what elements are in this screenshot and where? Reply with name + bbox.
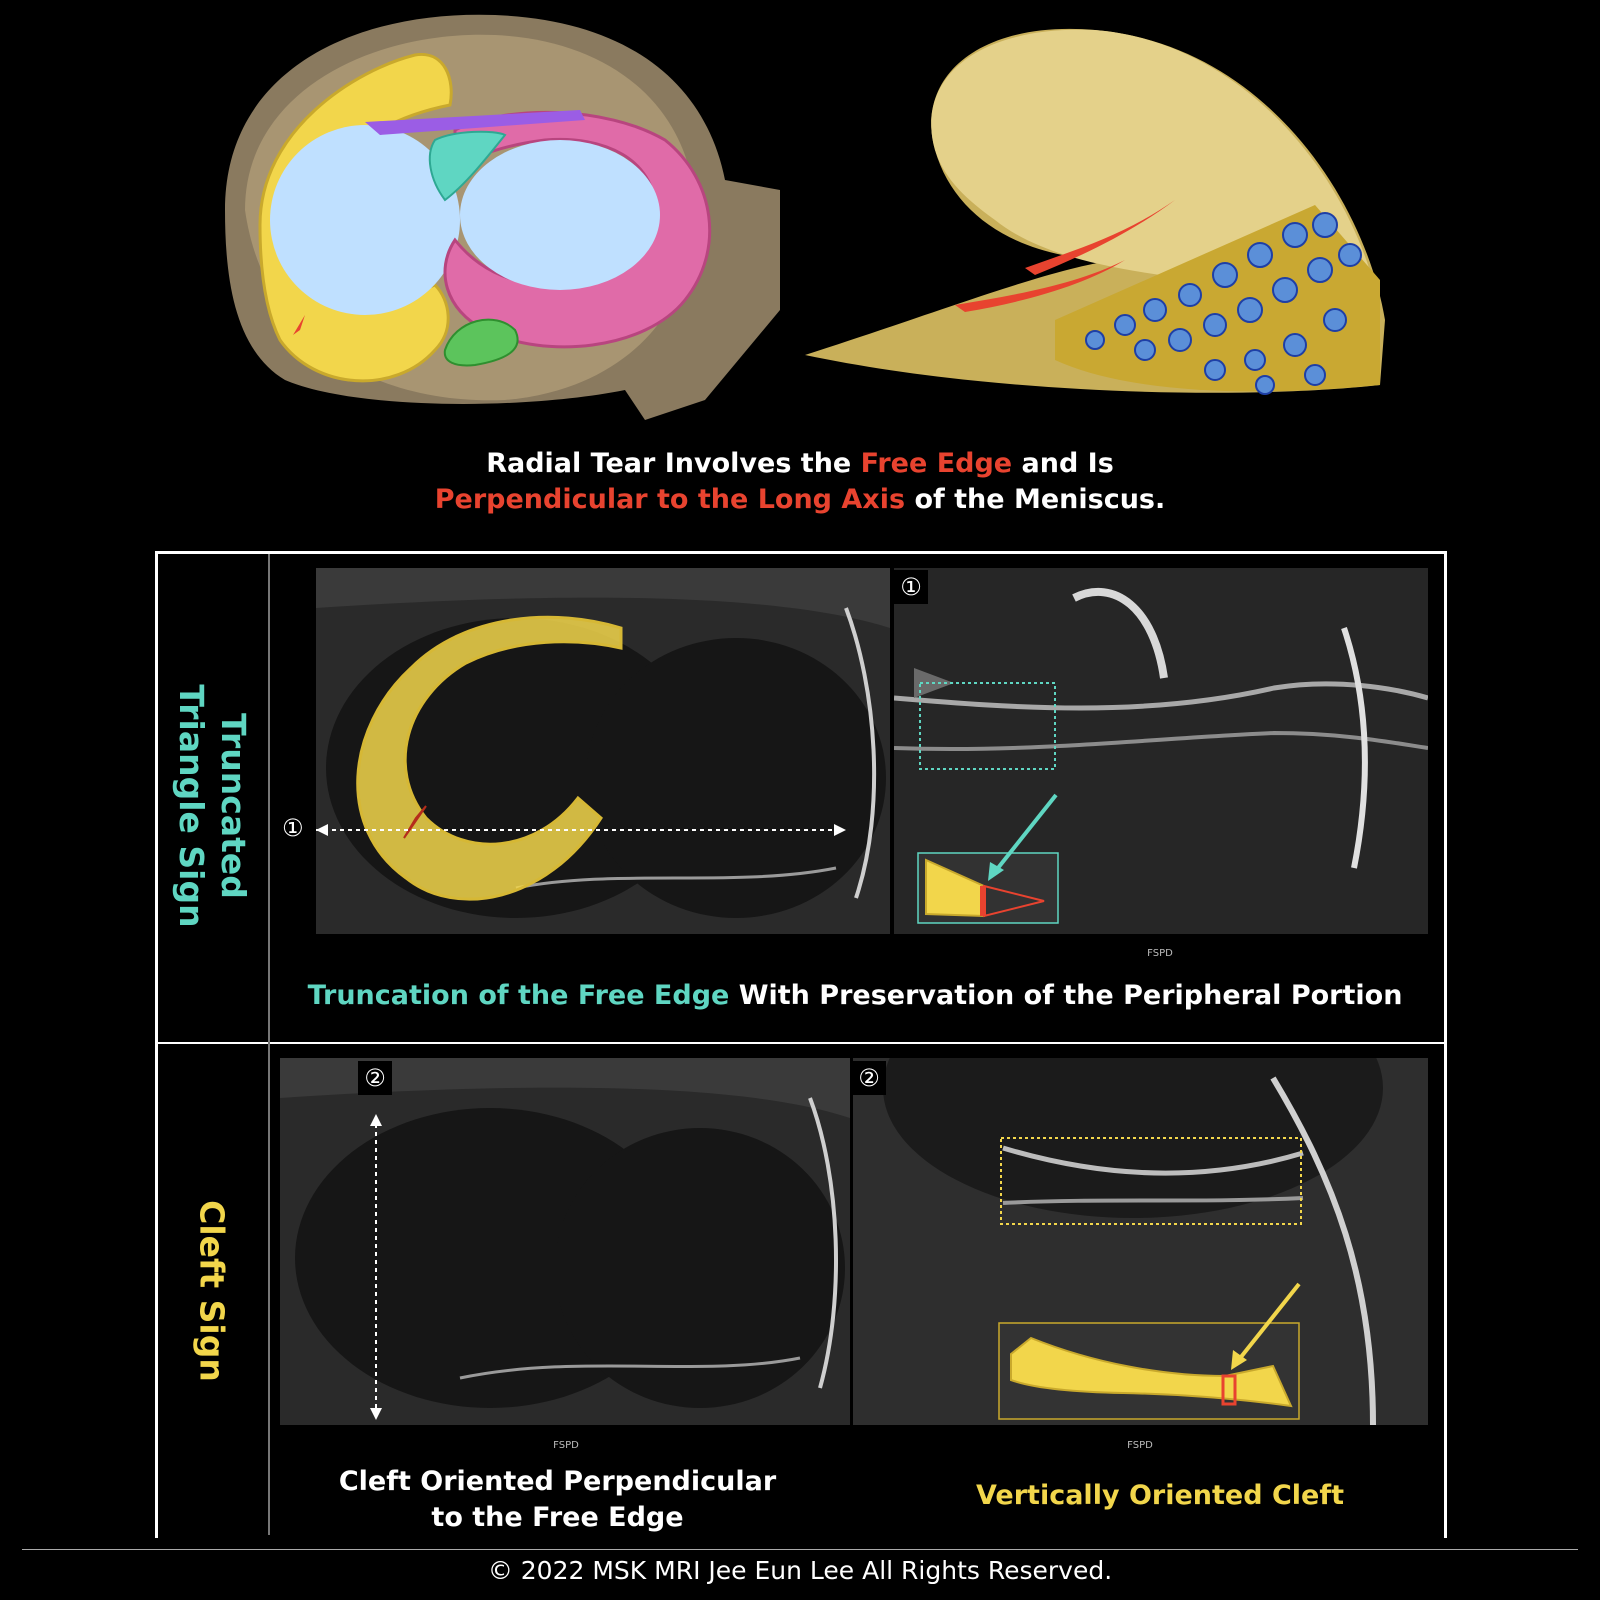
sign-table-frame <box>155 551 1447 1538</box>
coronal-mri-image <box>894 568 1428 934</box>
fspd-label: FSPD <box>553 1440 579 1451</box>
label-line: Truncated <box>214 713 253 899</box>
caption-line: Cleft Oriented Perpendicular <box>338 1466 777 1497</box>
label-line: Triangle Sign <box>172 684 211 928</box>
axial-mri-image <box>316 568 890 934</box>
headline-highlight: Perpendicular to the Long Axis <box>434 484 906 515</box>
section-badge-1: ① <box>894 570 928 604</box>
headline-text: of the Meniscus. <box>905 484 1166 515</box>
cleft-perpendicular-caption: Cleft Oriented Perpendicular to the Free… <box>300 1464 815 1536</box>
section-badge-2-right: ② <box>852 1061 886 1095</box>
coronal-mri-image-2 <box>853 1058 1428 1425</box>
row-divider <box>155 1042 1444 1044</box>
caption-text: With Preservation of the Peripheral Port… <box>729 980 1403 1011</box>
fspd-label: FSPD <box>1127 1440 1153 1451</box>
meniscus-axial-illustration <box>205 10 805 420</box>
section-marker-1: ① <box>282 814 304 842</box>
section-badge-2-left: ② <box>358 1061 392 1095</box>
headline-line-1: Radial Tear Involves the Free Edge and I… <box>0 446 1600 482</box>
copyright-footer: © 2022 MSK MRI Jee Eun Lee All Rights Re… <box>487 1556 1113 1585</box>
meniscus-wedge-illustration <box>795 20 1395 410</box>
axial-mri-image-2 <box>280 1058 850 1425</box>
caption-highlight: Truncation of the Free Edge <box>307 980 730 1011</box>
label-column-divider <box>268 554 270 1535</box>
vertically-oriented-cleft-caption: Vertically Oriented Cleft <box>976 1480 1344 1511</box>
fspd-label: FSPD <box>1147 948 1173 959</box>
footer-divider <box>22 1549 1578 1550</box>
headline-text: Radial Tear Involves the <box>486 448 861 479</box>
headline-line-2: Perpendicular to the Long Axis of the Me… <box>0 482 1600 518</box>
headline-text: and Is <box>1012 448 1114 479</box>
caption-line: to the Free Edge <box>431 1502 684 1533</box>
truncated-triangle-caption: Truncation of the Free Edge With Preserv… <box>270 980 1440 1011</box>
headline-highlight: Free Edge <box>860 448 1013 479</box>
truncated-triangle-sign-label: Truncated Triangle Sign <box>170 684 254 927</box>
cleft-sign-label: Cleft Sign <box>192 1200 232 1382</box>
